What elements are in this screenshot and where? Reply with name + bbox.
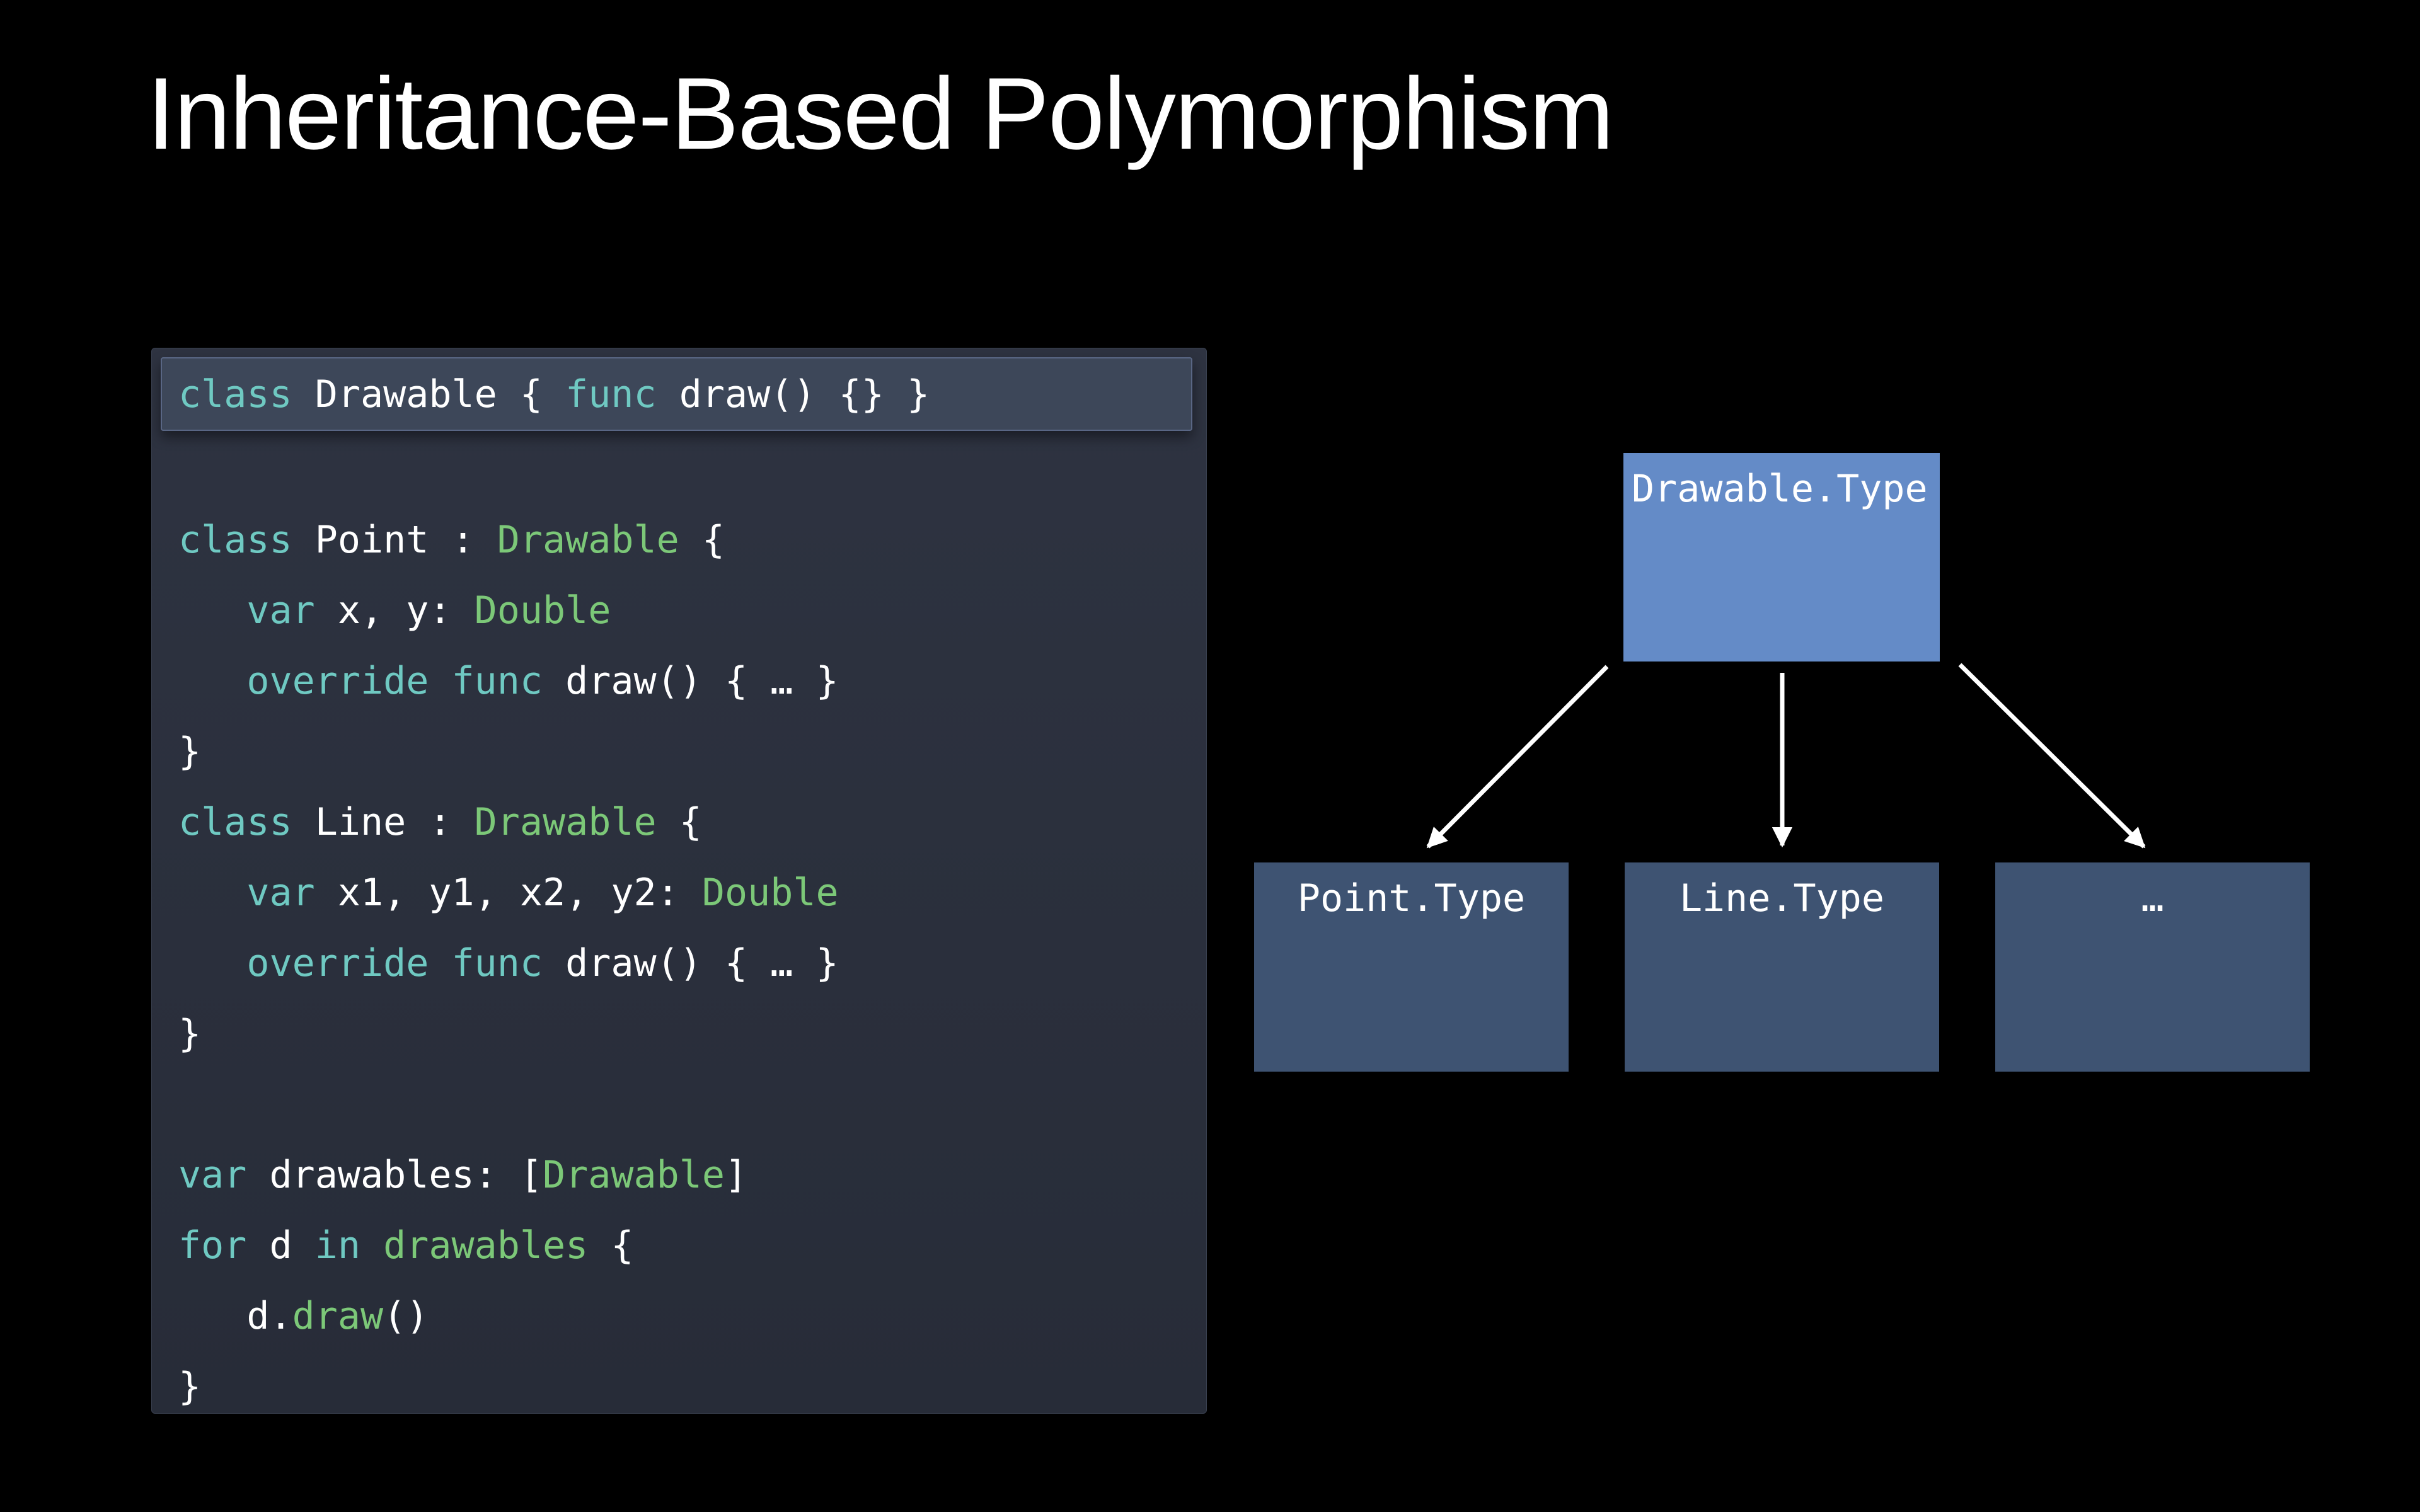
code-line: } [178, 1351, 839, 1413]
code-token: in [314, 1223, 360, 1268]
code-token: draw() { … } [542, 941, 839, 985]
code-token: drawables: [ [246, 1153, 543, 1197]
code-token: d [246, 1223, 315, 1268]
code-line: class Point : Drawable { [178, 505, 839, 575]
code-token: var [246, 871, 315, 915]
code-token: draw() { … } [542, 659, 839, 703]
code-token: drawables [383, 1223, 589, 1268]
diagram-box-label: … [2141, 876, 2164, 920]
slide-title: Inheritance-Based Polymorphism [147, 57, 1614, 171]
diagram-box-label: Drawable.Type [1632, 467, 1928, 511]
code-token [360, 1223, 383, 1268]
code-token: func [451, 659, 543, 703]
diagram-box-point-type: Point.Type [1254, 862, 1569, 1072]
code-token: } [178, 1012, 202, 1056]
diagram-box-line-type: Line.Type [1625, 862, 1939, 1072]
code-line: class Line : Drawable { [178, 787, 839, 857]
code-token [178, 941, 246, 985]
code-token: override [246, 659, 429, 703]
code-token [178, 659, 246, 703]
code-token: Drawable [474, 800, 657, 844]
diagram-box-label: Line.Type [1679, 876, 1885, 920]
code-token: func [565, 372, 657, 416]
code-token: func [451, 941, 543, 985]
code-line: override func draw() { … } [178, 646, 839, 716]
code-token: { [656, 800, 702, 844]
code-token: () [383, 1294, 429, 1338]
code-token: } [178, 730, 202, 774]
code-line: var x, y: Double [178, 575, 839, 646]
code-line: } [178, 716, 839, 787]
code-token: Drawable [497, 518, 679, 562]
code-token [429, 941, 451, 985]
code-token: Drawable [542, 1153, 725, 1197]
arrow-drawable-to-others [1958, 663, 2146, 849]
code-token: var [246, 588, 315, 633]
code-token: for [178, 1223, 247, 1268]
diagram-box-drawable-type: Drawable.Type [1623, 453, 1940, 662]
code-token: draw() {} } [656, 372, 930, 416]
arrow-drawable-to-point [1426, 665, 1609, 849]
code-line: d.draw() [178, 1281, 839, 1351]
code-line: override func draw() { … } [178, 928, 839, 999]
code-token: class [178, 518, 292, 562]
highlighted-code-line: class Drawable { func draw() {} } [161, 357, 1192, 431]
code-line-declaration: class Drawable { func draw() {} } [178, 372, 930, 416]
code-token: Double [474, 588, 611, 633]
code-token: Double [701, 871, 839, 915]
code-token [429, 659, 451, 703]
code-token: Point : [292, 518, 497, 562]
code-token: Drawable { [292, 372, 566, 416]
code-token: draw [292, 1294, 384, 1338]
code-line: for d in drawables { [178, 1210, 839, 1281]
code-token: x, y: [314, 588, 475, 633]
code-token: var [178, 1153, 247, 1197]
code-line [178, 1069, 839, 1140]
code-line: } [178, 999, 839, 1069]
code-token: d. [178, 1294, 292, 1338]
code-token: override [246, 941, 429, 985]
code-token: Line : [292, 800, 475, 844]
code-token: { [679, 518, 725, 562]
code-token [178, 588, 246, 633]
code-line: var drawables: [Drawable] [178, 1140, 839, 1210]
code-token [178, 871, 246, 915]
code-token: ] [724, 1153, 748, 1197]
code-token: } [178, 1365, 202, 1409]
diagram-box-ellipsis: … [1995, 862, 2310, 1072]
code-token: { [588, 1223, 634, 1268]
code-token: class [178, 372, 292, 416]
code-listing: class Point : Drawable { var x, y: Doubl… [178, 505, 839, 1413]
code-line: var x1, y1, x2, y2: Double [178, 857, 839, 928]
code-panel: class Drawable { func draw() {} } class … [151, 348, 1207, 1414]
code-token: class [178, 800, 292, 844]
code-token: x1, y1, x2, y2: [314, 871, 702, 915]
diagram-box-label: Point.Type [1297, 876, 1526, 920]
